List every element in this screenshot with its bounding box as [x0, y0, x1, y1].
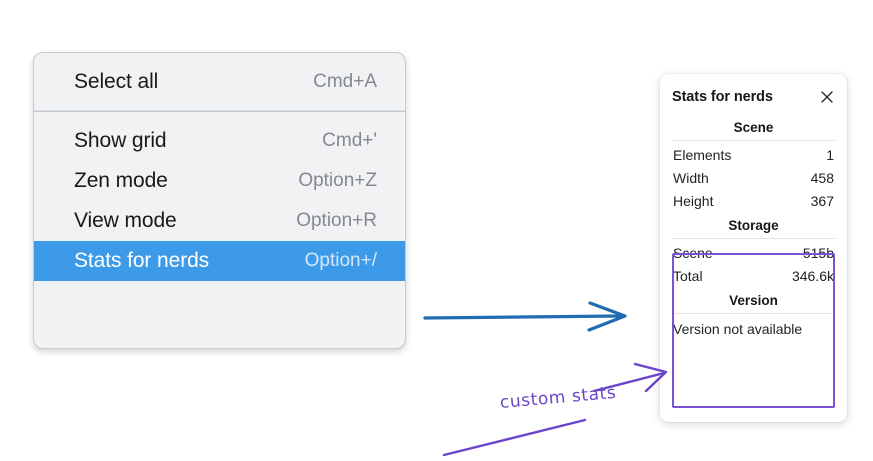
stat-row-width: Width 458	[672, 166, 835, 189]
stat-value: 367	[810, 193, 834, 209]
stat-value: 515b	[802, 245, 834, 261]
stat-label: Height	[673, 193, 714, 209]
menu-item-shortcut: Option+Z	[298, 170, 377, 191]
context-menu: Select all Cmd+A Show grid Cmd+' Zen mod…	[33, 52, 406, 349]
stat-row-elements: Elements 1	[672, 143, 835, 166]
divider	[672, 238, 835, 239]
menu-item-label: Stats for nerds	[74, 249, 210, 272]
divider	[672, 313, 835, 314]
menu-item-view-mode[interactable]: View mode Option+R	[34, 201, 405, 241]
page-title: Stats for nerds	[672, 89, 773, 105]
version-text: Version not available	[673, 321, 803, 337]
stat-row-storage-total: Total 346.6k	[672, 264, 835, 287]
arrow-right-icon	[423, 301, 627, 332]
stat-value: 346.6k	[791, 268, 834, 284]
stat-label: Elements	[673, 147, 732, 163]
section-heading-version: Version	[729, 293, 778, 308]
stat-row-storage-scene: Scene 515b	[672, 241, 835, 264]
annotation-underline-stroke	[442, 418, 587, 457]
menu-item-shortcut: Cmd+'	[322, 130, 377, 151]
menu-divider	[34, 110, 405, 112]
section-heading-scene: Scene	[733, 120, 774, 135]
divider	[672, 140, 835, 141]
stat-row-height: Height 367	[672, 189, 835, 212]
menu-item-label: Show grid	[74, 129, 167, 152]
section-heading-storage: Storage	[728, 218, 779, 233]
menu-group-1: Select all Cmd+A	[34, 53, 405, 110]
menu-item-shortcut: Option+R	[296, 210, 377, 231]
panel-header: Stats for nerds	[672, 74, 835, 114]
menu-item-label: Select all	[74, 70, 159, 93]
menu-item-label: Zen mode	[74, 169, 168, 192]
menu-item-label: View mode	[74, 209, 177, 232]
stat-label: Scene	[673, 245, 713, 261]
stat-value: 458	[810, 170, 834, 186]
menu-item-show-grid[interactable]: Show grid Cmd+'	[34, 121, 405, 161]
menu-item-shortcut: Cmd+A	[313, 71, 377, 92]
menu-item-select-all[interactable]: Select all Cmd+A	[34, 62, 405, 102]
menu-item-zen-mode[interactable]: Zen mode Option+Z	[34, 161, 405, 201]
custom-stats-section: Storage Scene 515b Total 346.6k Version …	[672, 212, 835, 340]
stat-value: 1	[826, 147, 834, 163]
annotation-custom-stats-label: custom stats	[499, 382, 618, 413]
menu-item-stats-for-nerds[interactable]: Stats for nerds Option+/	[34, 241, 405, 281]
stats-for-nerds-panel: Stats for nerds Scene Elements 1 Width 4…	[660, 74, 847, 422]
menu-item-shortcut: Option+/	[304, 250, 377, 271]
stat-label: Width	[673, 170, 709, 186]
stat-label: Total	[673, 268, 703, 284]
menu-group-2: Show grid Cmd+' Zen mode Option+Z View m…	[34, 112, 405, 290]
close-icon[interactable]	[819, 89, 835, 105]
